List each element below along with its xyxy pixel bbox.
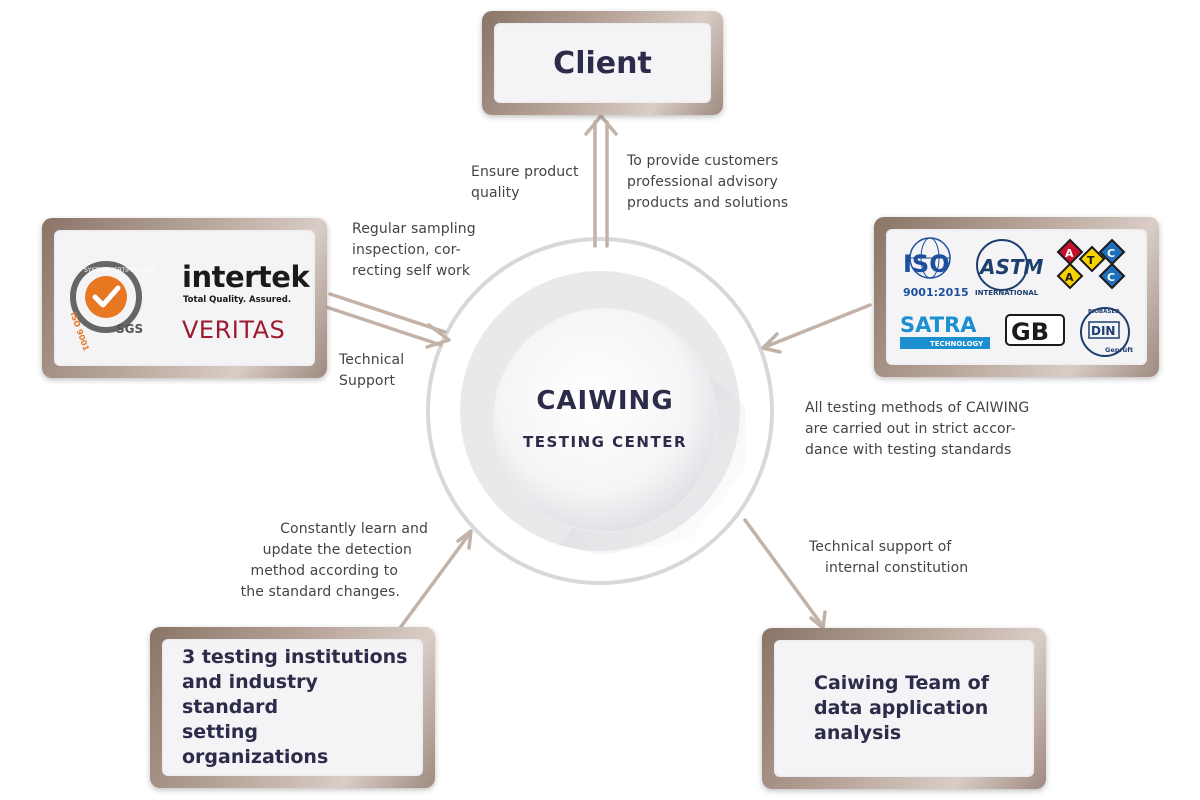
client-label: Client [553, 45, 652, 81]
institutions-line-1: 3 testing institutions [182, 646, 408, 668]
label-line: Constantly learn and [280, 521, 428, 537]
team-line-2: data application [814, 697, 989, 719]
label-regular-sampling: Regular sampling inspection, cor- rectin… [352, 219, 476, 282]
inner-disc [492, 307, 718, 533]
arrow-left-box-upper [328, 292, 447, 334]
left-logos-box [42, 218, 327, 378]
center-subtitle: TESTING CENTER [522, 433, 688, 451]
label-all-testing: All testing methods of CAIWING are carri… [805, 398, 1029, 461]
label-line: products and solutions [627, 195, 789, 211]
label-technical-support: Technical Support [339, 350, 404, 392]
label-ensure-quality: Ensure product quality [471, 162, 579, 204]
label-line: inspection, cor- [352, 242, 461, 258]
institutions-box: 3 testing institutions and industry stan… [150, 627, 435, 788]
outer-ring [426, 237, 774, 585]
label-line: professional advisory [627, 174, 778, 190]
right-logos-box [874, 217, 1159, 377]
label-line: Regular sampling [352, 221, 476, 237]
client-box: Client [482, 11, 723, 115]
arrow-right-box-head [761, 332, 782, 354]
arrow-left-box-head [425, 323, 451, 349]
label-learn-update: Constantly learn and update the detectio… [236, 519, 428, 603]
arrow-bottom-left-head [456, 529, 473, 550]
team-inner: Caiwing Team of data application analysi… [774, 640, 1034, 777]
label-line: Technical [339, 352, 405, 368]
label-line: Technical support of [809, 539, 952, 555]
label-line: All testing methods of CAIWING [805, 400, 1030, 416]
label-line: recting self work [352, 263, 471, 279]
center-title: CAIWING [536, 386, 674, 416]
right-logos-inner [886, 229, 1147, 365]
institutions-line-2: and industry standard [182, 671, 318, 718]
left-logos-inner [54, 230, 315, 366]
label-line: dance with testing standards [805, 442, 1012, 458]
institutions-line-3: setting organizations [182, 721, 329, 768]
label-line: update the detection [262, 542, 412, 558]
team-box: Caiwing Team of data application analysi… [762, 628, 1046, 789]
label-line: To provide customers [627, 153, 779, 169]
label-line: quality [471, 185, 520, 201]
team-line-1: Caiwing Team of [814, 672, 989, 694]
arrow-bottom-left [398, 531, 472, 630]
institutions-text: 3 testing institutions and industry stan… [182, 639, 409, 776]
team-line-3: analysis [814, 722, 902, 744]
label-provide-customers: To provide customers professional adviso… [627, 151, 788, 214]
label-line: the standard changes. [240, 584, 400, 600]
institutions-inner: 3 testing institutions and industry stan… [162, 639, 423, 776]
arrow-bottom-right [743, 518, 824, 627]
label-line: method according to [250, 563, 398, 579]
label-tech-internal: Technical support of internal constituti… [809, 537, 968, 579]
label-line: internal constitution [825, 560, 969, 576]
label-line: Support [339, 373, 396, 389]
team-text: Caiwing Team of data application analysi… [814, 640, 1020, 777]
label-line: Ensure product [471, 164, 579, 180]
arrow-to-client-head [584, 114, 618, 136]
arrow-left-box-lower [324, 305, 443, 347]
arrow-right-box [763, 303, 872, 349]
label-line: are carried out in strict accor- [805, 421, 1016, 437]
client-box-inner: Client [494, 23, 711, 103]
